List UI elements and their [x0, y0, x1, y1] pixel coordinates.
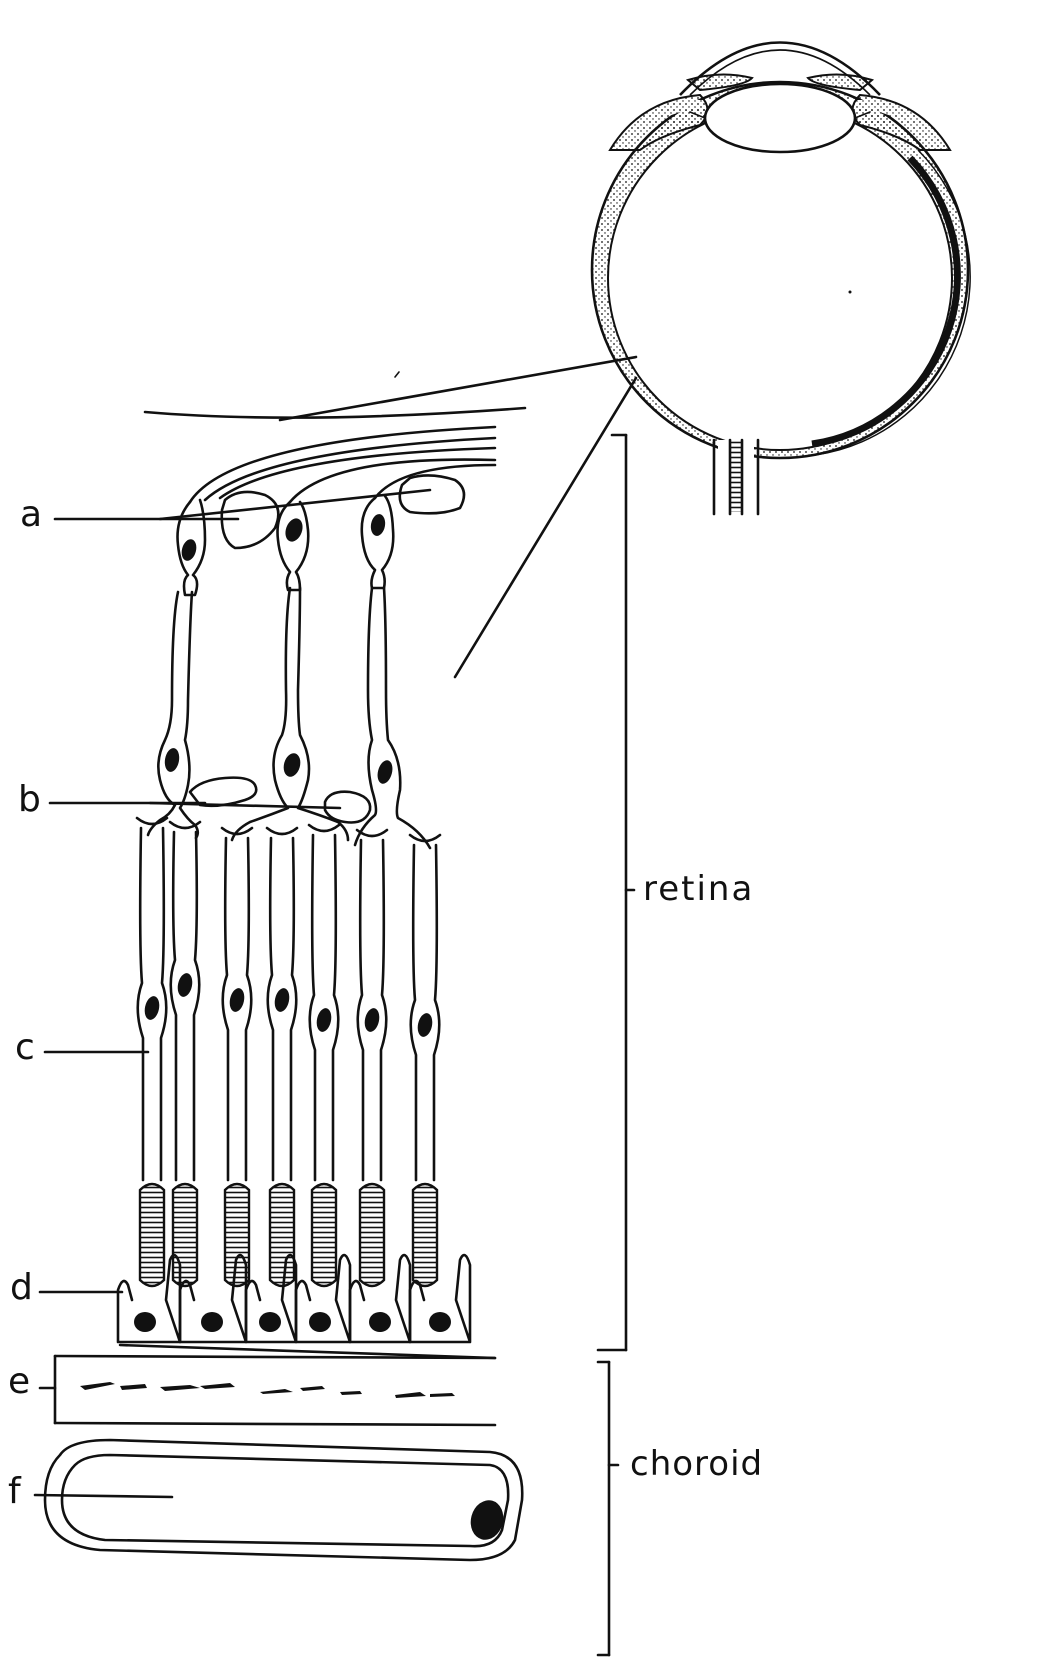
label-b: b	[18, 782, 41, 818]
outer-segment	[413, 1184, 437, 1286]
outer-segment	[140, 1184, 164, 1286]
outer-segment	[312, 1184, 336, 1286]
label-d: d	[10, 1270, 33, 1306]
choroid-stroma	[40, 1356, 495, 1425]
label-choroid: choroid	[630, 1447, 763, 1481]
nerve-fiber-layer	[145, 408, 525, 502]
magnification-lines	[280, 357, 636, 677]
ganglion-cell	[362, 496, 394, 588]
photoreceptor-cell	[222, 828, 252, 1286]
photoreceptor-nucleus	[143, 995, 162, 1021]
label-f: f	[8, 1474, 21, 1510]
outer-segment	[173, 1184, 197, 1286]
eyeball-illustration	[592, 43, 970, 515]
photoreceptor-nucleus	[228, 987, 247, 1013]
outer-segment	[270, 1184, 294, 1286]
bipolar-cell-layer	[50, 588, 430, 848]
lens	[705, 84, 855, 152]
ganglion-cell-layer	[55, 475, 464, 595]
label-c: c	[15, 1030, 35, 1066]
choroid-capillary	[35, 1440, 522, 1560]
ganglion-cell	[278, 502, 309, 590]
photoreceptor-cell	[267, 828, 297, 1286]
label-a: a	[20, 497, 42, 533]
photoreceptor-cell	[309, 825, 339, 1286]
label-retina: retina	[643, 872, 754, 906]
photoreceptor-nucleus	[416, 1012, 435, 1038]
photoreceptor-nucleus	[176, 972, 195, 998]
photoreceptor-cell	[357, 830, 387, 1286]
choroid-bracket	[598, 1362, 618, 1655]
photoreceptor-layer	[137, 818, 440, 1286]
label-e: e	[8, 1364, 30, 1400]
photoreceptor-cell	[170, 822, 200, 1286]
photoreceptor-nucleus	[363, 1007, 382, 1033]
photoreceptor-cell	[410, 835, 440, 1286]
retina-bracket	[598, 435, 634, 1350]
outer-segment	[360, 1184, 384, 1286]
photoreceptor-nucleus	[273, 987, 292, 1013]
optic-nerve	[714, 440, 758, 514]
photoreceptor-nucleus	[315, 1007, 334, 1033]
